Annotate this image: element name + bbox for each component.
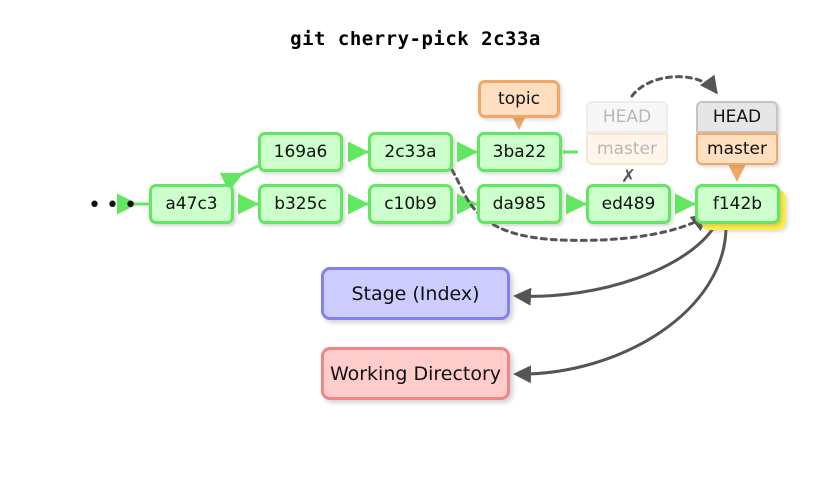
- commit-node-169a6[interactable]: 169a6: [258, 132, 343, 172]
- ref-label-text: master: [707, 139, 767, 159]
- head-move-arc: [630, 74, 718, 98]
- commit-node-a47c3[interactable]: a47c3: [149, 184, 234, 224]
- commit-label: ed489: [601, 194, 656, 214]
- working-directory-label: Working Directory: [329, 362, 502, 385]
- ref-label-text: HEAD: [602, 107, 652, 127]
- commit-label: 2c33a: [384, 142, 437, 162]
- working-directory-box[interactable]: Working Directory: [321, 347, 510, 400]
- ref-label-head-old: HEAD: [586, 101, 668, 133]
- commit-label: f142b: [712, 194, 763, 214]
- ref-label-text: HEAD: [712, 107, 762, 127]
- stage-index-box[interactable]: Stage (Index): [321, 267, 510, 320]
- stage-index-label: Stage (Index): [351, 282, 480, 305]
- detached-pointer-x-icon: ✗: [621, 166, 637, 187]
- commit-label: 3ba22: [492, 142, 547, 162]
- commit-node-2c33a[interactable]: 2c33a: [368, 132, 453, 172]
- page-title: git cherry-pick 2c33a: [290, 28, 541, 50]
- commit-node-b325c[interactable]: b325c: [258, 184, 343, 224]
- commit-node-3ba22[interactable]: 3ba22: [477, 132, 562, 172]
- commit-label: da985: [492, 194, 547, 214]
- commit-label: a47c3: [165, 194, 218, 214]
- ref-label-master-old: master: [586, 133, 668, 165]
- commit-node-da985[interactable]: da985: [477, 184, 562, 224]
- working-update-arc: [513, 223, 728, 384]
- commit-node-f142b[interactable]: f142b: [695, 184, 780, 224]
- commit-node-c10b9[interactable]: c10b9: [368, 184, 453, 224]
- ref-label-text: topic: [498, 89, 540, 109]
- stage-update-arc: [513, 223, 718, 306]
- commit-label: c10b9: [384, 194, 437, 214]
- ref-label-head[interactable]: HEAD: [696, 101, 778, 133]
- ref-label-text: master: [597, 139, 657, 159]
- ref-label-master[interactable]: master: [696, 133, 778, 165]
- commit-label: 169a6: [273, 142, 328, 162]
- history-ellipsis: •••: [88, 193, 142, 218]
- commit-node-ed489[interactable]: ed489: [586, 184, 671, 224]
- commit-label: b325c: [274, 194, 327, 214]
- ref-label-topic[interactable]: topic: [478, 80, 560, 118]
